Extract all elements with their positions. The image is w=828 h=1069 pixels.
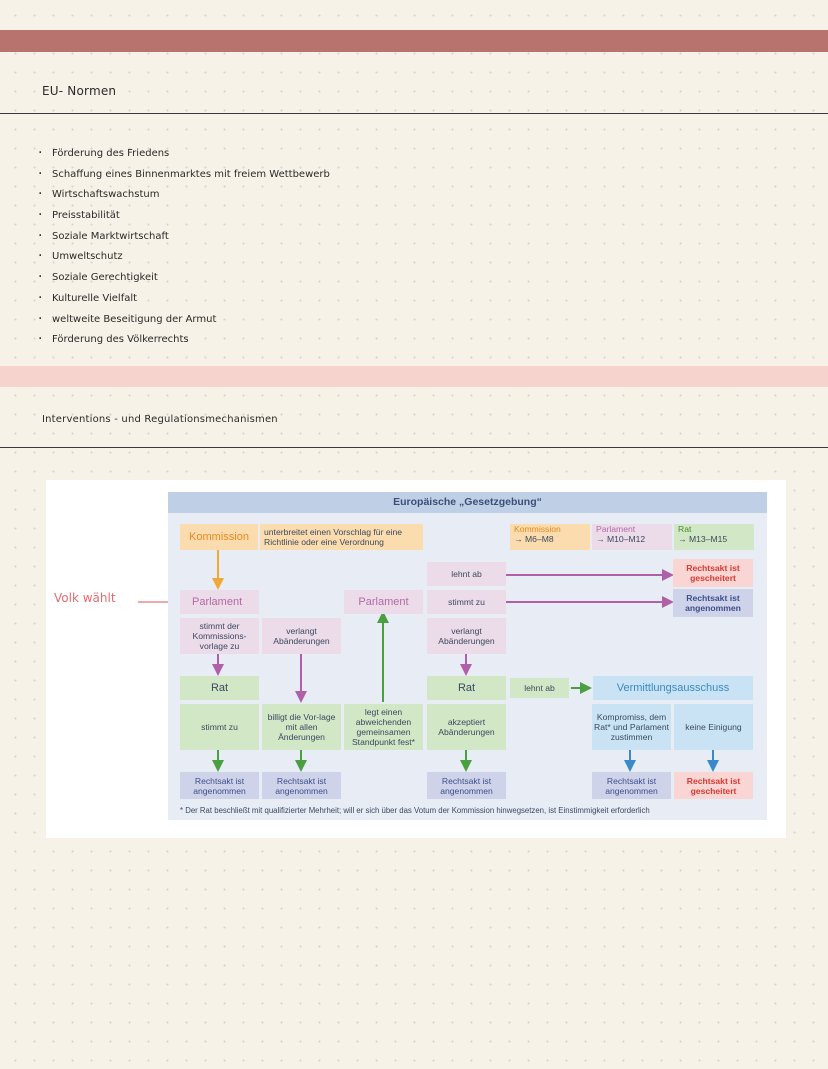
result-box: Rechtsakt ist angenommen bbox=[262, 772, 341, 799]
lehnt-ab-box: lehnt ab bbox=[427, 562, 506, 586]
parlament-box: Parlament bbox=[180, 590, 259, 614]
legend-parlament-ref: → M10–M12 bbox=[596, 534, 646, 544]
rat-box: Rat bbox=[180, 676, 259, 700]
legend-rat: Rat → M13–M15 bbox=[674, 524, 754, 550]
result-gescheitert-box-2: Rechtsakt ist gescheitert bbox=[674, 772, 753, 799]
verlangt-abaenderungen-box-2: verlangt Abänderungen bbox=[427, 618, 506, 654]
stimmt-zu-rat-box: stimmt zu bbox=[180, 704, 259, 750]
diagram-title: Europäische „Gesetzgebung“ bbox=[168, 492, 767, 513]
result-gescheitert-box: Rechtsakt ist gescheitert bbox=[673, 559, 753, 587]
legend-kommission: Kommission → M6–M8 bbox=[510, 524, 590, 550]
legend-rat-label: Rat bbox=[678, 524, 692, 534]
result-box: Rechtsakt ist angenommen bbox=[592, 772, 671, 799]
standpunkt-box: legt einen abweichenden gemeinsamen Stan… bbox=[344, 704, 423, 750]
list-item: Förderung des Völkerrechts bbox=[38, 329, 330, 351]
stimmt-zu-box: stimmt zu bbox=[427, 590, 506, 614]
billigt-vorlage-box: billigt die Vor-lage mit allen Änderunge… bbox=[262, 704, 341, 750]
legend-kommission-label: Kommission bbox=[514, 524, 561, 534]
rat-box-2: Rat bbox=[427, 676, 506, 700]
kompromiss-box: Kompromiss, dem Rat* und Parlament zusti… bbox=[592, 704, 671, 750]
vermittlungsausschuss-box: Vermittlungsausschuss bbox=[593, 676, 753, 700]
keine-einigung-box: keine Einigung bbox=[674, 704, 753, 750]
top-color-band bbox=[0, 30, 828, 52]
legislation-diagram: Europäische „Gesetzgebung“ Kommission un… bbox=[168, 492, 767, 820]
verlangt-abaenderungen-box: verlangt Abänderungen bbox=[262, 618, 341, 654]
parlament-box-2: Parlament bbox=[344, 590, 423, 614]
stimmt-vorlage-box: stimmt der Kommissions-vorlage zu bbox=[180, 618, 259, 654]
norms-list: Förderung des Friedens Schaffung eines B… bbox=[38, 143, 330, 351]
list-item: Wirtschaftswachstum bbox=[38, 184, 330, 206]
legend-rat-ref: → M13–M15 bbox=[678, 534, 728, 544]
list-item: Soziale Gerechtigkeit bbox=[38, 267, 330, 289]
divider-line bbox=[0, 447, 828, 448]
result-box: Rechtsakt ist angenommen bbox=[427, 772, 506, 799]
kommission-box: Kommission bbox=[180, 524, 258, 550]
list-item: Umweltschutz bbox=[38, 246, 330, 268]
kommission-description: unterbreitet einen Vorschlag für eine Ri… bbox=[260, 524, 423, 550]
legend-parlament: Parlament → M10–M12 bbox=[592, 524, 672, 550]
volk-label: Volk wählt bbox=[54, 591, 116, 605]
divider-line bbox=[0, 113, 828, 114]
section-title-mechanisms: Interventions - und Regulationsmechanism… bbox=[42, 414, 278, 425]
akzeptiert-box: akzeptiert Abänderungen bbox=[427, 704, 506, 750]
result-box: Rechtsakt ist angenommen bbox=[180, 772, 259, 799]
list-item: Förderung des Friedens bbox=[38, 143, 330, 165]
rat-lehnt-ab-box: lehnt ab bbox=[510, 678, 569, 698]
legend-kommission-ref: → M6–M8 bbox=[514, 534, 554, 544]
middle-color-band bbox=[0, 366, 828, 387]
list-item: weltweite Beseitigung der Armut bbox=[38, 309, 330, 331]
result-angenommen-box: Rechtsakt ist angenommen bbox=[673, 589, 753, 617]
list-item: Kulturelle Vielfalt bbox=[38, 288, 330, 310]
list-item: Schaffung eines Binnenmarktes mit freiem… bbox=[38, 164, 330, 186]
list-item: Soziale Marktwirtschaft bbox=[38, 226, 330, 248]
legend-parlament-label: Parlament bbox=[596, 524, 636, 534]
section-title-eu-normen: EU- Normen bbox=[42, 84, 117, 98]
list-item: Preisstabilität bbox=[38, 205, 330, 227]
diagram-footnote: * Der Rat beschließt mit qualifizierter … bbox=[180, 806, 650, 815]
diagram-arrows bbox=[212, 550, 719, 772]
